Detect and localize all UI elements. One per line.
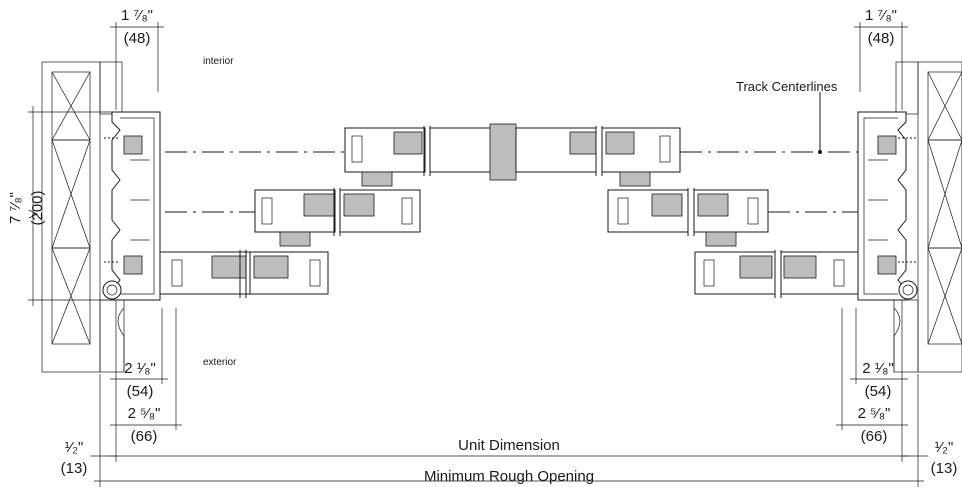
left-jamb-profile bbox=[102, 111, 161, 301]
exterior-label: exterior bbox=[203, 357, 237, 368]
right-door-panels bbox=[515, 126, 859, 298]
right-jamb-profile bbox=[857, 111, 918, 301]
dim-vertical-inches: 7 ⁷⁄₈" bbox=[7, 192, 24, 224]
interior-label: interior bbox=[203, 56, 234, 67]
dim-left-b-inches: 2 ⁵⁄₈" bbox=[128, 405, 161, 422]
dim-right-gap-mm: (13) bbox=[931, 460, 958, 477]
dim-top-right-inches: 1 ⁷⁄₈" bbox=[865, 7, 897, 24]
dimension-lines bbox=[28, 22, 928, 487]
dim-right-a-inches: 2 ¹⁄₈" bbox=[862, 360, 894, 377]
track-centerlines bbox=[165, 92, 858, 213]
dim-left-a-mm: (54) bbox=[127, 383, 154, 400]
dim-right-gap-inches: ¹⁄₂" bbox=[935, 439, 954, 456]
dim-left-b-mm: (66) bbox=[131, 428, 158, 445]
dim-top-left-mm: (48) bbox=[124, 30, 151, 47]
dim-vertical-mm: (200) bbox=[29, 190, 46, 225]
unit-dimension-label: Unit Dimension bbox=[458, 437, 560, 454]
dim-right-b-mm: (66) bbox=[861, 428, 888, 445]
right-wall-framing bbox=[893, 61, 962, 373]
track-centerlines-label: Track Centerlines bbox=[736, 79, 838, 94]
dim-right-a-mm: (54) bbox=[865, 383, 892, 400]
left-door-panels bbox=[159, 123, 517, 298]
dim-top-right-mm: (48) bbox=[868, 30, 895, 47]
minimum-rough-opening-label: Minimum Rough Opening bbox=[424, 468, 594, 485]
dim-top-left-inches: 1 ⁷⁄₈" bbox=[121, 7, 153, 24]
dim-left-gap-mm: (13) bbox=[61, 460, 88, 477]
dim-right-b-inches: 2 ⁵⁄₈" bbox=[858, 405, 891, 422]
dim-left-gap-inches: ¹⁄₂" bbox=[65, 439, 84, 456]
dim-left-a-inches: 2 ¹⁄₈" bbox=[124, 360, 156, 377]
